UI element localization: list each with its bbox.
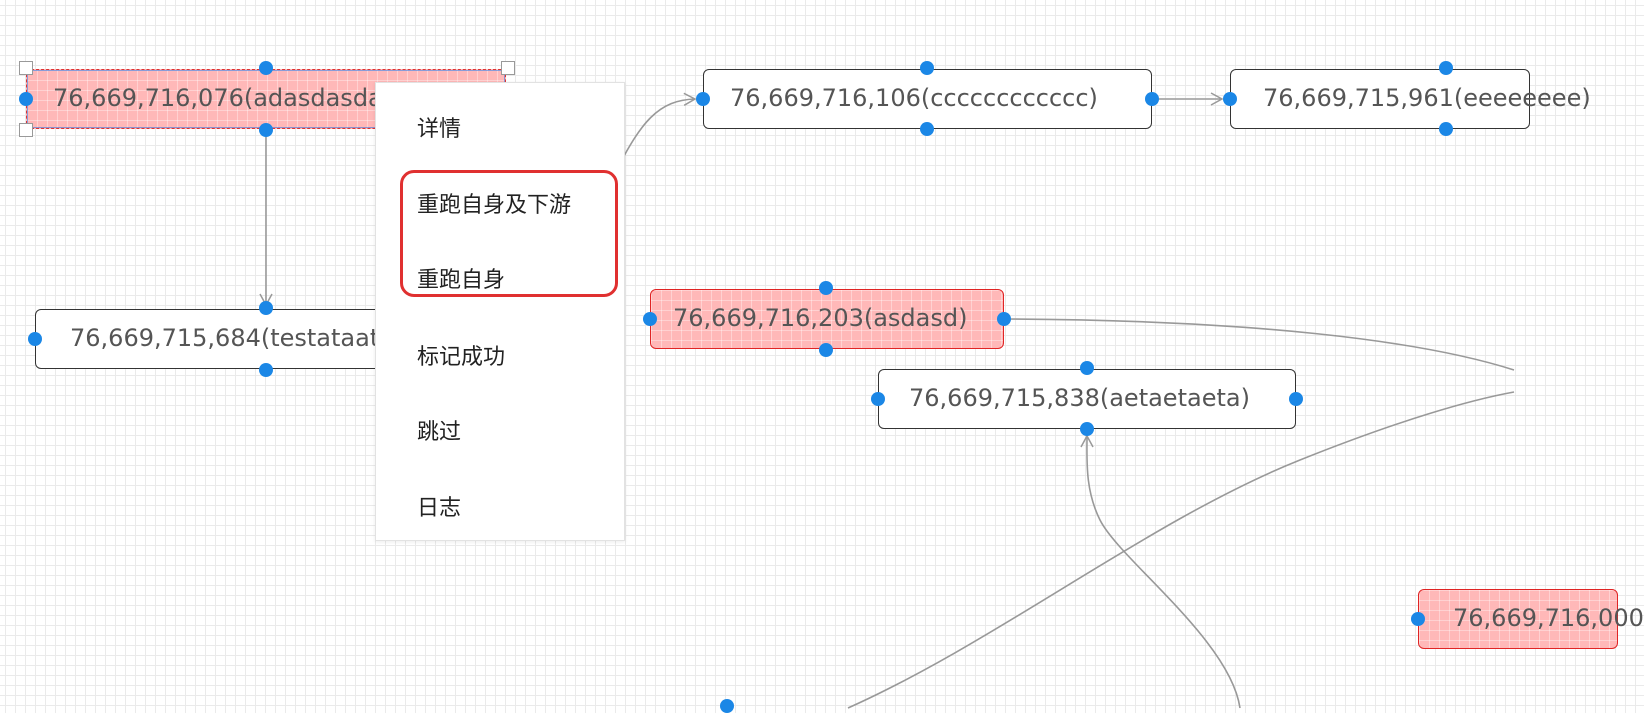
- menu-item-rerun-self-and-downstream[interactable]: 重跑自身及下游: [417, 193, 572, 218]
- task-node-label: 76,669,716,106(cccccccccccc): [730, 84, 1098, 112]
- port-961-left[interactable]: [1223, 92, 1237, 106]
- task-node-label: 76,669,715,838(aetaetaeta): [909, 384, 1250, 412]
- port-838-bottom[interactable]: [1080, 422, 1094, 436]
- port-203-left[interactable]: [643, 312, 657, 326]
- annotation-highlight-box: [400, 170, 618, 297]
- port-076-left[interactable]: [19, 92, 33, 106]
- port-bottom-offscreen[interactable]: [720, 699, 734, 713]
- port-203-top[interactable]: [819, 281, 833, 295]
- task-node-838[interactable]: 76,669,715,838(aetaetaeta): [878, 369, 1296, 429]
- port-961-top[interactable]: [1439, 61, 1453, 75]
- task-node-label: 76,669,715,961(eeeeeeee): [1263, 84, 1591, 112]
- port-076-bottom[interactable]: [259, 123, 273, 137]
- menu-item-details[interactable]: 详情: [417, 117, 462, 142]
- task-node-203[interactable]: 76,669,716,203(asdasd): [650, 289, 1004, 349]
- edge-bottom-long: [847, 391, 1515, 709]
- task-node-label: 76,669,716,203(asdasd): [673, 304, 968, 332]
- edge-to-838: [1080, 434, 1241, 709]
- task-node-partial[interactable]: 76,669,716,000: [1418, 589, 1644, 649]
- port-961-bottom[interactable]: [1439, 122, 1453, 136]
- port-203-bottom[interactable]: [819, 343, 833, 357]
- port-684-bottom[interactable]: [259, 363, 273, 377]
- port-684-top[interactable]: [259, 301, 273, 315]
- context-menu: 详情 重跑自身及下游 重跑自身 标记成功 跳过 日志: [375, 82, 625, 541]
- task-node-label: 76,669,715,684(testataataa): [70, 324, 419, 352]
- task-node-961[interactable]: 76,669,715,961(eeeeeeee): [1230, 69, 1591, 129]
- port-partial-left[interactable]: [1411, 612, 1425, 626]
- port-106-top[interactable]: [920, 61, 934, 75]
- port-684-left[interactable]: [28, 332, 42, 346]
- task-node-label: 76,669,716,000: [1453, 604, 1644, 632]
- port-106-bottom[interactable]: [920, 122, 934, 136]
- port-838-top[interactable]: [1080, 361, 1094, 375]
- port-838-left[interactable]: [871, 392, 885, 406]
- port-076-top[interactable]: [259, 61, 273, 75]
- port-203-right[interactable]: [997, 312, 1011, 326]
- menu-item-skip[interactable]: 跳过: [417, 420, 462, 445]
- port-838-right[interactable]: [1289, 392, 1303, 406]
- edge-203-out: [1003, 318, 1515, 371]
- resize-handle-top-left[interactable]: [19, 61, 33, 75]
- menu-item-log[interactable]: 日志: [417, 496, 462, 521]
- menu-item-mark-success[interactable]: 标记成功: [417, 345, 506, 370]
- menu-item-rerun-self[interactable]: 重跑自身: [417, 268, 506, 293]
- port-106-left[interactable]: [696, 92, 710, 106]
- port-106-right[interactable]: [1145, 92, 1159, 106]
- resize-handle-top-right[interactable]: [501, 61, 515, 75]
- task-node-106[interactable]: 76,669,716,106(cccccccccccc): [703, 69, 1152, 129]
- resize-handle-bottom-left[interactable]: [19, 123, 33, 137]
